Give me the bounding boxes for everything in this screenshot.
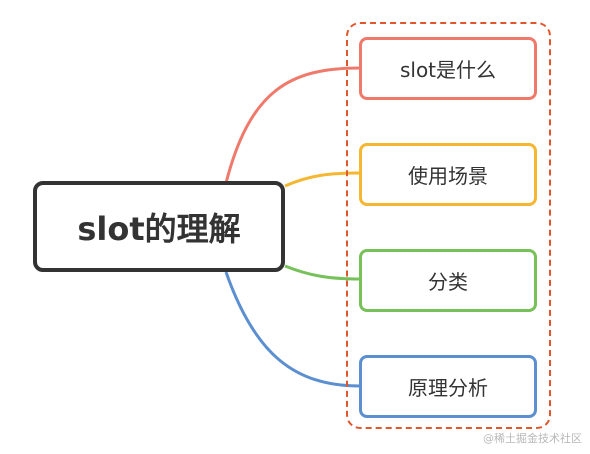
- topic-label: 分类: [428, 270, 468, 294]
- topic-principle-analysis[interactable]: 原理分析: [359, 355, 537, 418]
- branch-connector-slot-what: [224, 66, 361, 184]
- topic-use-cases[interactable]: 使用场景: [359, 143, 537, 206]
- topic-label: 使用场景: [408, 164, 488, 188]
- children-group-box: [346, 22, 551, 429]
- watermark: @稀土掘金技术社区: [483, 432, 582, 445]
- branch-connector-principle: [224, 271, 361, 388]
- branch-connector-categories: [284, 264, 361, 281]
- topic-label: slot是什么: [399, 58, 497, 82]
- topic-slot-what[interactable]: slot是什么: [359, 37, 537, 100]
- root-topic[interactable]: slot的理解: [33, 181, 285, 272]
- root-topic-label: slot的理解: [77, 209, 241, 248]
- branch-connector-use-cases: [284, 171, 361, 188]
- topic-categories[interactable]: 分类: [359, 249, 537, 312]
- topic-label: 原理分析: [408, 376, 488, 400]
